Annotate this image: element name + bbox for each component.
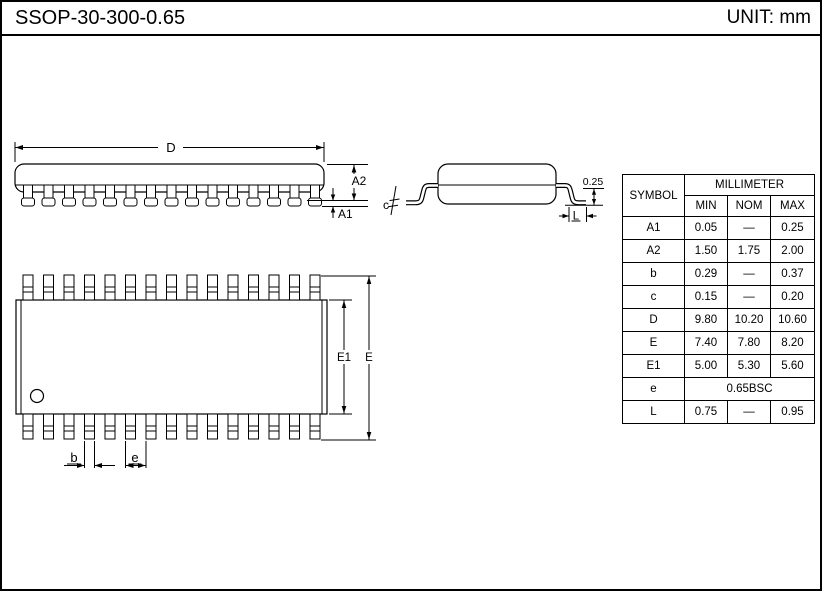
max-cell: 2.00 — [770, 239, 815, 263]
side-view: D — [14, 140, 372, 221]
pin1-indicator — [29, 388, 45, 404]
min-cell: 0.75 — [684, 400, 728, 424]
top-view-pins-upper — [22, 274, 321, 301]
dim-pitch: e — [125, 441, 147, 468]
min-cell: 5.00 — [684, 354, 728, 378]
top-view-pins-lower — [22, 413, 321, 440]
symbol-cell: D — [622, 308, 685, 332]
max-cell: 10.60 — [770, 308, 815, 332]
dim-e: E — [321, 275, 377, 441]
top-view: E1 E b — [15, 274, 377, 468]
table-row: L 0.75 — 0.95 — [622, 400, 815, 424]
title-bar: SSOP-30-300-0.65 UNIT: mm — [2, 2, 820, 36]
table-row: E 7.40 7.80 8.20 — [622, 331, 815, 355]
dim-label-e1: E1 — [337, 352, 351, 364]
symbol-cell: c — [622, 285, 685, 309]
max-cell: 8.20 — [770, 331, 815, 355]
nom-cell: 10.20 — [727, 308, 771, 332]
package-body-end — [437, 163, 557, 205]
max-cell: 5.60 — [770, 354, 815, 378]
dim-label-e: E — [365, 352, 373, 364]
dim-label-d: D — [166, 140, 175, 155]
min-cell: 0.05 — [684, 216, 728, 240]
min-cell: 0.15 — [684, 285, 728, 309]
max-cell: 0.95 — [770, 400, 815, 424]
symbol-cell: L — [622, 400, 685, 424]
dim-label-pitch: e — [131, 450, 138, 465]
page-title: SSOP-30-300-0.65 — [15, 6, 186, 29]
table-row: D 9.80 10.20 10.60 — [622, 308, 815, 332]
max-cell: 0.20 — [770, 285, 815, 309]
symbol-cell: E — [622, 331, 685, 355]
table-row: e 0.65BSC — [622, 377, 815, 401]
symbol-cell: A2 — [622, 239, 685, 263]
nom-cell: — — [727, 285, 771, 309]
dim-l: L — [559, 207, 597, 223]
lead-left — [406, 183, 438, 206]
symbol-cell: E1 — [622, 354, 685, 378]
min-cell: 1.50 — [684, 239, 728, 263]
dim-label-a2: A2 — [352, 174, 367, 188]
dim-b: b — [64, 441, 115, 468]
nom-cell: 5.30 — [727, 354, 771, 378]
table-row: E1 5.00 5.30 5.60 — [622, 354, 815, 378]
dim-gauge: 0.25 — [565, 176, 604, 206]
table-header-row: SYMBOL MILLIMETER — [622, 174, 815, 217]
dim-label-b: b — [70, 450, 77, 465]
nom-cell: 7.80 — [727, 331, 771, 355]
span-cell: 0.65BSC — [684, 377, 815, 401]
symbol-header: SYMBOL — [622, 174, 685, 217]
max-cell: 0.37 — [770, 262, 815, 286]
max-cell: 0.25 — [770, 216, 815, 240]
dim-label-a1: A1 — [338, 207, 353, 221]
millimeter-header: MILLIMETER — [684, 174, 815, 196]
nom-cell: — — [727, 262, 771, 286]
table-row: A1 0.05 — 0.25 — [622, 216, 815, 240]
table-row: A2 1.50 1.75 2.00 — [622, 239, 815, 263]
dim-a1: A1 — [322, 188, 368, 221]
min-cell: 7.40 — [684, 331, 728, 355]
table-row: c 0.15 — 0.20 — [622, 285, 815, 309]
min-cell: 0.29 — [684, 262, 728, 286]
unit-label: UNIT: mm — [726, 7, 811, 28]
nom-cell: — — [727, 216, 771, 240]
dim-e1: E1 — [329, 299, 355, 415]
dim-label-l: L — [573, 211, 580, 223]
dimension-table: SYMBOL MILLIMETER MIN NOM MAX A1 0.05 — … — [622, 174, 815, 424]
lead-right — [556, 183, 586, 206]
side-view-pins — [21, 184, 322, 207]
dim-c: c — [383, 185, 400, 216]
nom-cell: 1.75 — [727, 239, 771, 263]
min-cell: 9.80 — [684, 308, 728, 332]
table-row: b 0.29 — 0.37 — [622, 262, 815, 286]
dim-label-gauge: 0.25 — [583, 176, 604, 188]
max-header: MAX — [770, 195, 815, 217]
dim-d: D — [14, 140, 325, 162]
dim-a2: A2 — [307, 164, 372, 201]
symbol-cell: A1 — [622, 216, 685, 240]
package-body-top — [15, 299, 328, 415]
table-subheader-row: MIN NOM MAX — [623, 195, 815, 217]
symbol-cell: e — [622, 377, 685, 401]
nom-header: NOM — [727, 195, 771, 217]
dim-label-c: c — [383, 198, 389, 212]
symbol-cell: b — [622, 262, 685, 286]
min-header: MIN — [684, 195, 728, 217]
end-view: c 0.25 L — [383, 163, 604, 223]
nom-cell: — — [727, 400, 771, 424]
